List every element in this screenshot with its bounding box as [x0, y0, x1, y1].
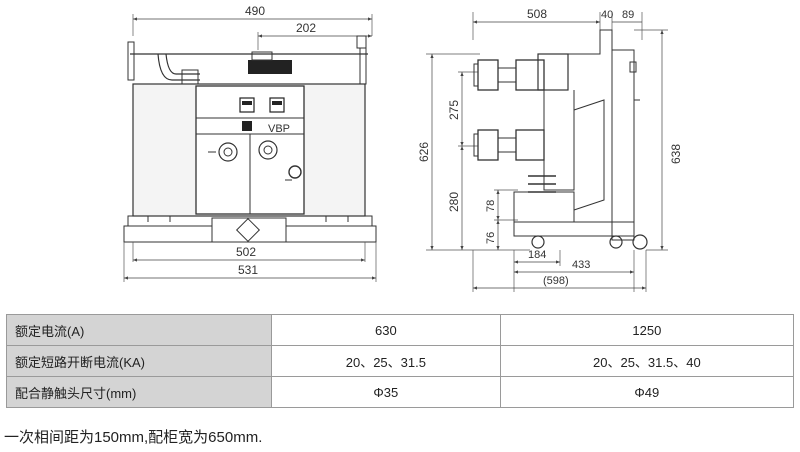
row-value-1250: 1250 [499, 314, 795, 346]
row-value-630: 20、25、31.5 [271, 345, 501, 377]
table-row: 额定短路开断电流(KA) 20、25、31.5 20、25、31.5、40 [6, 345, 795, 377]
front-view: 490 202 VBP [123, 4, 377, 282]
row-value-630: 630 [271, 314, 501, 346]
footnote: 一次相间距为150mm,配柜宽为650mm. [4, 429, 263, 446]
table-row: 额定电流(A) 630 1250 [6, 314, 795, 346]
dim-side-v-lower: 280 [447, 192, 461, 212]
dim-side-v-78: 78 [485, 200, 497, 212]
row-value-1250: 20、25、31.5、40 [499, 345, 795, 377]
dim-side-h-184: 184 [528, 249, 546, 261]
dim-side-height-right: 638 [669, 144, 683, 164]
dim-front-top-partial: 202 [296, 21, 316, 35]
row-label: 额定短路开断电流(KA) [6, 345, 272, 377]
spec-table: 额定电流(A) 630 1250 额定短路开断电流(KA) 20、25、31.5… [6, 314, 795, 408]
row-label: 配合静触头尺寸(mm) [6, 376, 272, 408]
row-value-1250: Φ49 [499, 376, 795, 408]
dim-side-top-small-2: 89 [622, 9, 634, 21]
dim-side-h-598: (598) [543, 275, 569, 287]
dim-front-bottom-overall: 531 [238, 263, 258, 277]
row-value-630: Φ35 [271, 376, 501, 408]
panel-label: VBP [268, 123, 290, 135]
dim-side-top-small-1: 40 [601, 9, 613, 21]
dim-side-height-left: 626 [417, 142, 431, 162]
dim-side-v-76: 76 [485, 232, 497, 244]
dim-side-h-433: 433 [572, 259, 590, 271]
dim-front-bottom-inner: 502 [236, 245, 256, 259]
table-row: 配合静触头尺寸(mm) Φ35 Φ49 [6, 376, 795, 408]
dim-side-top-depth: 508 [527, 7, 547, 21]
dim-side-v-upper: 275 [447, 100, 461, 120]
row-label: 额定电流(A) [6, 314, 272, 346]
side-view: 508 40 89 626 275 280 78 76 [417, 7, 683, 292]
technical-drawing: 490 202 VBP [123, 4, 683, 292]
dim-front-top-overall: 490 [245, 4, 265, 18]
